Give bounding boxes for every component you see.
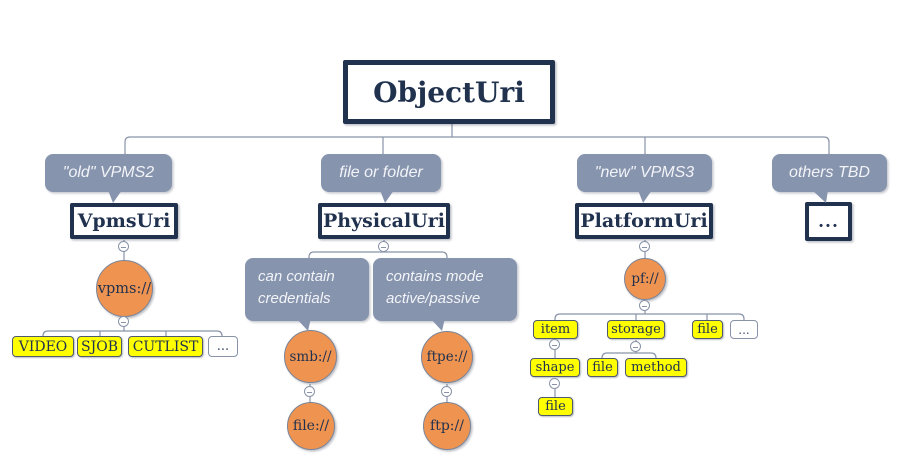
leaf-file-shape[interactable]: file xyxy=(538,397,573,416)
leaf-sjob[interactable]: SJOB xyxy=(77,336,122,357)
scheme-ftp[interactable]: ftp:// xyxy=(423,402,471,450)
callout-old-vpms2[interactable]: "old" VPMS2 xyxy=(45,154,172,192)
scheme-smb[interactable]: smb:// xyxy=(284,330,337,383)
callout-tail xyxy=(638,190,652,203)
scheme-file[interactable]: file:// xyxy=(287,402,335,450)
node-vpmsuri[interactable]: VpmsUri xyxy=(70,203,178,239)
connector-root-trunk xyxy=(124,123,830,159)
scheme-vpms[interactable]: vpms:// xyxy=(96,260,153,317)
note-can-contain-credentials[interactable]: can contain credentials xyxy=(245,258,369,321)
collapse-toggle[interactable] xyxy=(549,339,560,350)
callout-file-or-folder[interactable]: file or folder xyxy=(321,154,441,192)
node-others-more[interactable]: ... xyxy=(805,202,852,241)
leaf-method[interactable]: method xyxy=(625,358,687,377)
note-tail xyxy=(430,318,445,331)
collapse-toggle[interactable] xyxy=(118,241,129,252)
leaf-storage[interactable]: storage xyxy=(607,320,665,339)
scheme-ftpe[interactable]: ftpe:// xyxy=(421,331,473,383)
callout-tail xyxy=(380,190,394,203)
collapse-toggle[interactable] xyxy=(639,300,650,311)
collapse-toggle[interactable] xyxy=(304,386,315,397)
leaf-item[interactable]: item xyxy=(533,320,578,339)
leaf-video[interactable]: VIDEO xyxy=(12,336,74,357)
root-node-objecturi[interactable]: ObjectUri xyxy=(343,60,555,124)
note-tail xyxy=(296,318,311,331)
collapse-toggle[interactable] xyxy=(630,341,641,352)
scheme-pf[interactable]: pf:// xyxy=(624,258,666,300)
node-physicaluri[interactable]: PhysicalUri xyxy=(318,203,450,239)
leaf-more-vpms[interactable]: ... xyxy=(208,336,238,357)
collapse-toggle[interactable] xyxy=(549,378,560,389)
collapse-toggle[interactable] xyxy=(639,241,650,252)
leaf-file-storage[interactable]: file xyxy=(587,358,618,377)
collapse-toggle[interactable] xyxy=(441,386,452,397)
callout-new-vpms3[interactable]: "new" VPMS3 xyxy=(577,154,712,192)
collapse-toggle[interactable] xyxy=(378,241,389,252)
callout-tail xyxy=(108,190,122,203)
note-contains-mode[interactable]: contains mode active/passive xyxy=(373,258,517,321)
callout-tail xyxy=(812,190,828,203)
leaf-file-platform[interactable]: file xyxy=(692,320,723,339)
leaf-shape[interactable]: shape xyxy=(530,358,580,377)
node-platformuri[interactable]: PlatformUri xyxy=(575,203,713,239)
leaf-cutlist[interactable]: CUTLIST xyxy=(128,336,203,357)
callout-others-tbd[interactable]: others TBD xyxy=(772,154,887,192)
connector-storage-children xyxy=(601,340,657,359)
collapse-toggle[interactable] xyxy=(118,316,129,327)
connector-vpms-leaves xyxy=(42,316,223,338)
leaf-more-platform[interactable]: ... xyxy=(730,320,758,339)
